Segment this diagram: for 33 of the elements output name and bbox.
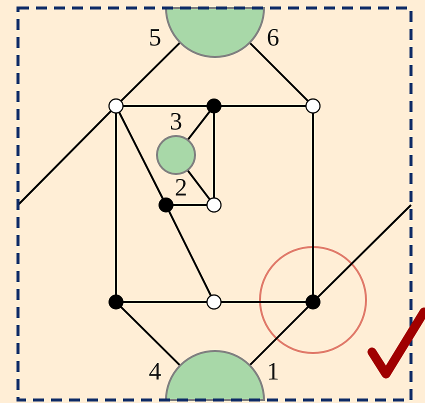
- graph-edge: [17, 110, 112, 206]
- graph-edge: [213, 113, 215, 198]
- graph-edge: [123, 105, 207, 107]
- open-vertex: [305, 98, 321, 114]
- graph-edge: [221, 301, 306, 303]
- filled-vertex: [206, 98, 222, 114]
- circle-node: [156, 135, 196, 175]
- filled-vertex: [108, 294, 124, 310]
- filled-vertex: [306, 294, 320, 310]
- graph-edge: [168, 210, 212, 296]
- vertex-number: 2: [174, 176, 188, 200]
- open-vertex: [108, 98, 124, 114]
- vertex-number: 5: [148, 26, 162, 50]
- vertex-number: 3: [170, 110, 182, 134]
- vertex-number: 1: [266, 360, 280, 384]
- graph-edge: [186, 170, 211, 200]
- graph-edge: [118, 112, 164, 200]
- graph-edge: [115, 113, 117, 295]
- graph-edge: [173, 204, 207, 206]
- graph-edge: [312, 113, 314, 295]
- open-vertex: [206, 294, 222, 310]
- graph-edge: [221, 105, 306, 107]
- open-vertex: [206, 197, 222, 213]
- graph-edge: [186, 110, 210, 141]
- graph-edge: [248, 306, 309, 366]
- graph-edge: [120, 306, 181, 366]
- filled-vertex: [158, 198, 174, 212]
- graph-edge: [123, 301, 207, 303]
- graph-edge: [120, 42, 181, 102]
- vertex-number: 6: [266, 26, 280, 50]
- vertex-number: 4: [148, 360, 162, 384]
- graph-edge: [248, 42, 309, 102]
- graph-edge: [317, 204, 412, 298]
